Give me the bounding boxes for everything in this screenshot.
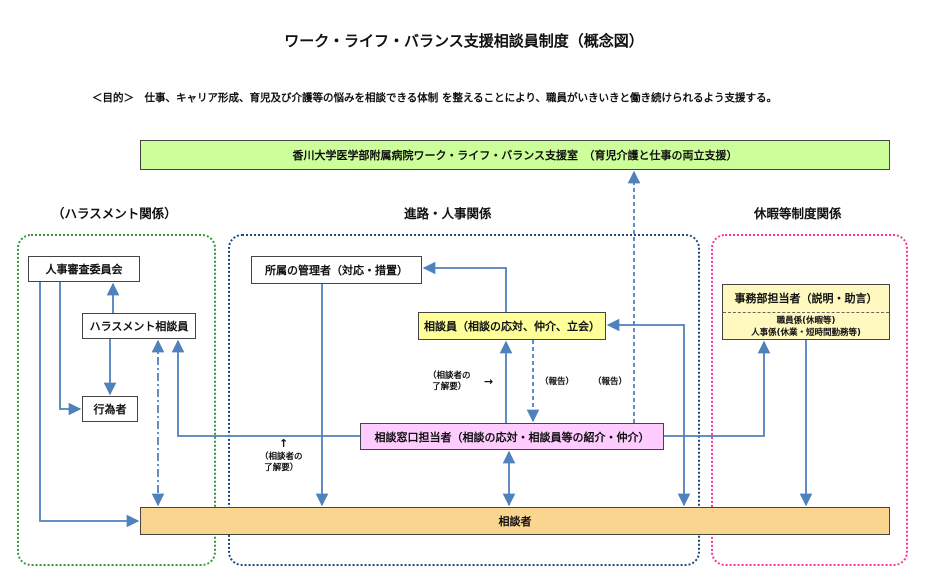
consent-note-right-line1: （相談者の bbox=[428, 371, 471, 381]
client-box: 相談者 bbox=[140, 507, 890, 535]
section-career-heading: 進路・人事関係 bbox=[404, 206, 492, 221]
harassment-counselor-label: ハラスメント相談員 bbox=[89, 320, 189, 333]
staff-sub-label-1: 職員係(休暇等) bbox=[776, 316, 836, 326]
perpetrator-label: 行為者 bbox=[93, 403, 127, 416]
leave-region bbox=[711, 234, 908, 566]
consent-bottom-arrow: ↑ bbox=[279, 437, 289, 450]
office-staff-label: 事務部担当者（説明・助言） bbox=[723, 285, 889, 313]
arrow-reception-to-office-staff bbox=[664, 340, 771, 437]
arrow-committee-to-perpetrator bbox=[59, 282, 82, 416]
office-staff-box: 事務部担当者（説明・助言） 職員係(休暇等) 人事係(休業・短時間勤務等) bbox=[722, 284, 890, 340]
staff-sub-label-2: 人事係(休業・短時間勤務等) bbox=[751, 328, 861, 338]
harassment-counselor-box: ハラスメント相談員 bbox=[82, 313, 196, 339]
page-title: ワーク・ライフ・バランス支援相談員制度（概念図） bbox=[284, 32, 644, 50]
personnel-committee-box: 人事審査委員会 bbox=[28, 256, 140, 282]
consent-note-right-line2: 了解要） bbox=[432, 381, 467, 392]
counselor-label: 相談員（相談の応対、仲介、立会） bbox=[424, 320, 600, 333]
arrow-committee-to-client bbox=[39, 282, 140, 528]
consent-right-arrow: → bbox=[484, 375, 494, 388]
consent-note-bottom: （相談者の 了解要） bbox=[260, 452, 303, 473]
support-office-label: 香川大学医学部附属病院ワーク・ライフ・バランス支援室 （育児介護と仕事の両立支援… bbox=[292, 149, 738, 162]
consent-note-right: （相談者の 了解要） bbox=[428, 371, 471, 392]
support-office-box: 香川大学医学部附属病院ワーク・ライフ・バランス支援室 （育児介護と仕事の両立支援… bbox=[140, 140, 890, 170]
perpetrator-box: 行為者 bbox=[82, 396, 138, 422]
manager-label: 所属の管理者（対応・措置） bbox=[265, 264, 408, 277]
client-label: 相談者 bbox=[498, 515, 532, 528]
section-harassment-heading: （ハラスメント関係） bbox=[52, 206, 177, 221]
consent-note-bottom-line2: 了解要） bbox=[264, 462, 299, 473]
consent-note-bottom-line1: （相談者の bbox=[260, 452, 303, 462]
arrow-reception-to-hcounselor bbox=[171, 339, 360, 437]
purpose-text: ＜目的＞ 仕事、キャリア形成、育児及び介護等の悩みを相談できる体制 を整えること… bbox=[92, 92, 777, 104]
career-region bbox=[228, 234, 700, 566]
arrow-counselor-to-manager bbox=[422, 261, 507, 312]
arrow-client-to-counselor bbox=[606, 318, 691, 507]
counselor-box: 相談員（相談の応対、仲介、立会） bbox=[418, 312, 606, 340]
report-note-1: （報告） bbox=[540, 377, 575, 387]
reception-label: 相談窓口担当者（相談の応対・相談員等の紹介・仲介） bbox=[374, 430, 650, 444]
harassment-region bbox=[17, 234, 216, 566]
personnel-committee-label: 人事審査委員会 bbox=[45, 263, 123, 276]
manager-box: 所属の管理者（対応・措置） bbox=[251, 256, 422, 284]
section-leave-heading: 休暇等制度関係 bbox=[754, 206, 842, 221]
